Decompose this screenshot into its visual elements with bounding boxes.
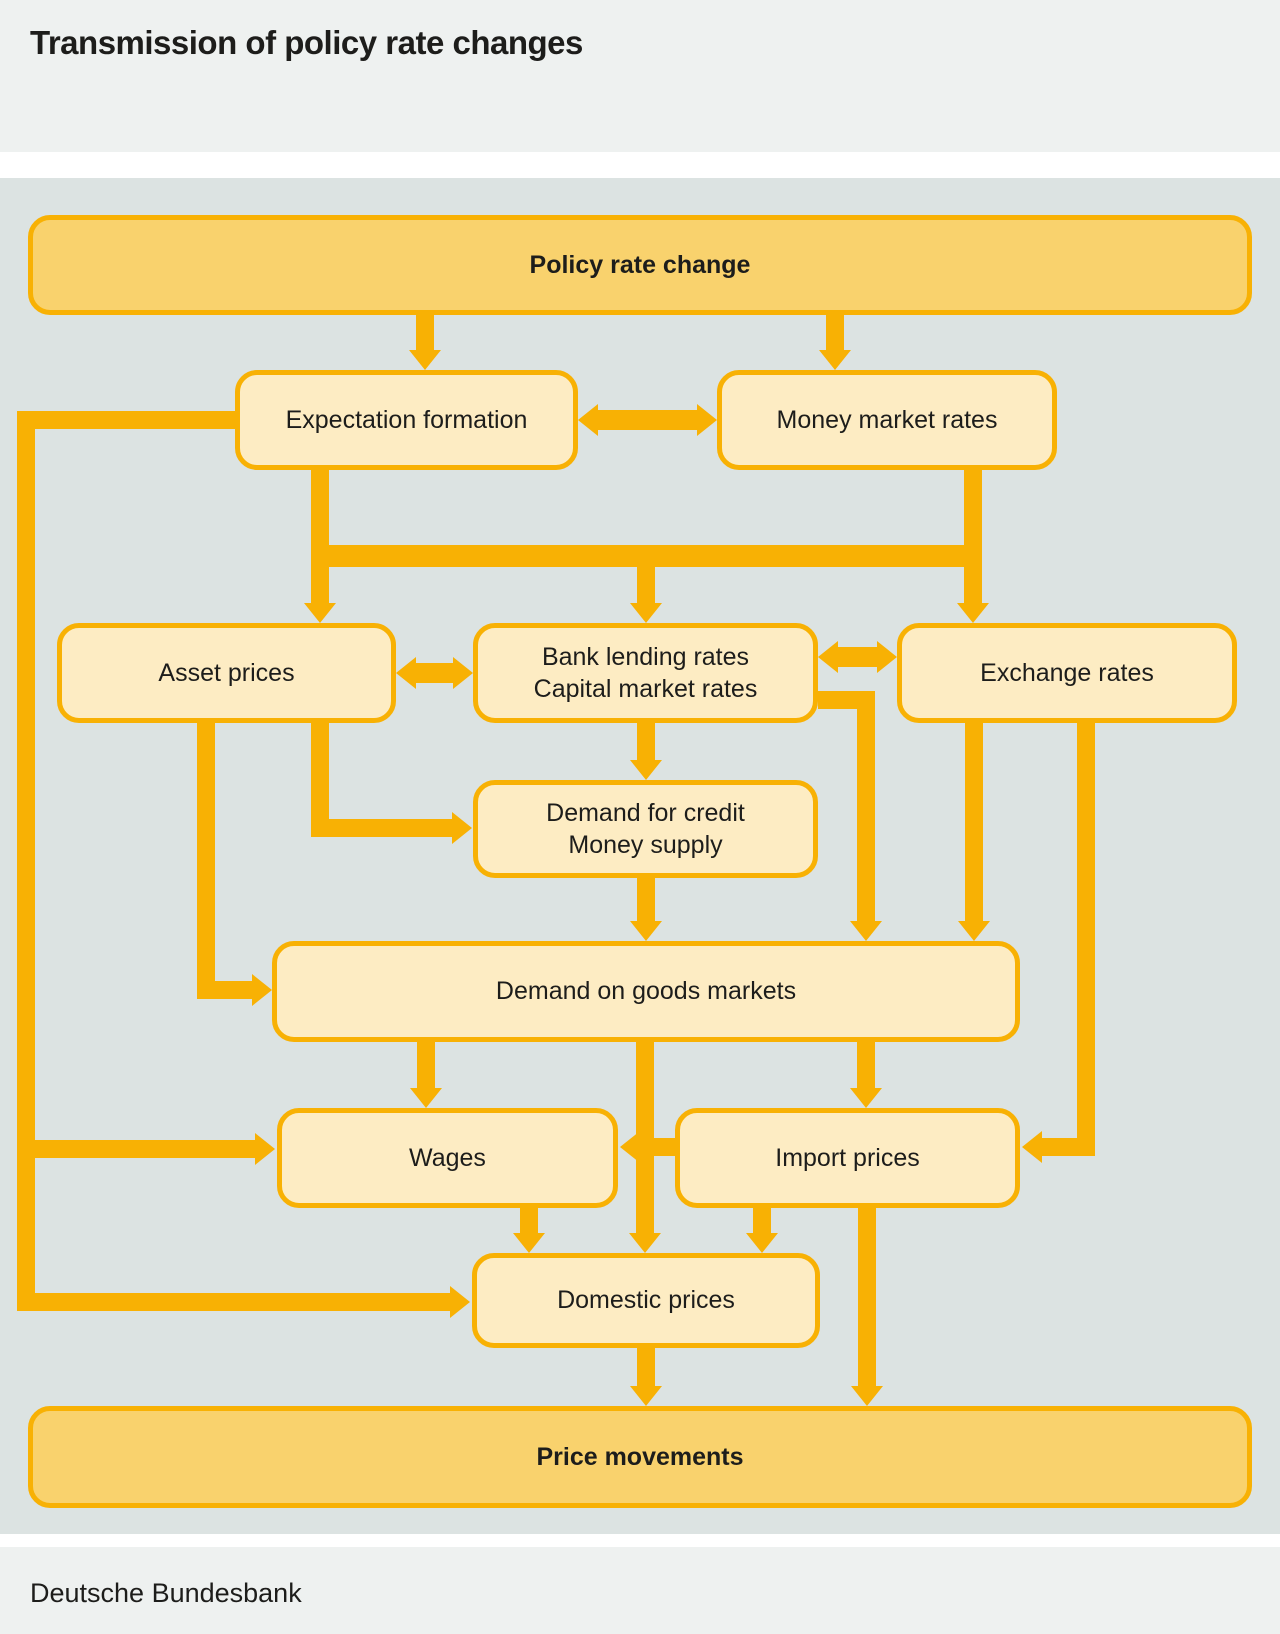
arrowhead-policy-money [819, 350, 851, 370]
node-label: Domestic prices [557, 1286, 735, 1315]
edge-expectation-money-shaft [596, 410, 699, 430]
node-label: Wages [409, 1143, 486, 1172]
node-bank-lending-capital-market-rates: Bank lending rates Capital market rates [473, 623, 818, 723]
arrowhead-policy-expectation [409, 350, 441, 370]
edge-asset-credit-vertical [311, 723, 329, 837]
node-import-prices: Import prices [675, 1108, 1020, 1208]
arrowhead-money-exchange [957, 603, 989, 623]
arrowhead-imports-price [851, 1386, 883, 1406]
node-demand-for-credit-money-supply: Demand for credit Money supply [473, 780, 818, 878]
arrowhead-asset-credit [452, 812, 472, 844]
node-wages: Wages [277, 1108, 618, 1208]
edge-exchange-imports-horizontal [1042, 1138, 1095, 1156]
edge-bank-exchange-shaft [836, 647, 879, 667]
edge-expectation-asset-stem [311, 470, 329, 603]
edge-left-feedback-vertical [17, 411, 35, 1311]
node-label: Asset prices [158, 658, 295, 687]
edge-distribution-crossbar [311, 545, 982, 567]
edge-credit-goods-stem [637, 878, 655, 921]
edge-bank-goods-vertical [857, 691, 875, 921]
edge-exchange-goods-stem [965, 723, 983, 921]
edge-asset-goods-vertical [197, 723, 215, 999]
edge-asset-credit-horizontal [311, 819, 452, 837]
edge-goods-wages-stem [417, 1042, 435, 1088]
edge-left-to-wages [17, 1140, 255, 1158]
edge-money-exchange-stem [964, 470, 982, 603]
arrowhead-bank-asset [396, 657, 416, 689]
arrowhead-goods-wages [410, 1088, 442, 1108]
arrowhead-expectation-asset [304, 603, 336, 623]
title-band [0, 0, 1280, 152]
node-exchange-rates: Exchange rates [897, 623, 1237, 723]
node-expectation-formation: Expectation formation [235, 370, 578, 470]
node-money-market-rates: Money market rates [717, 370, 1057, 470]
node-label: Expectation formation [285, 405, 528, 434]
edge-goods-imports-stem [857, 1042, 875, 1088]
edge-domestic-price-stem [637, 1348, 655, 1386]
edge-imports-price-stem [858, 1208, 876, 1386]
footer-band [0, 1547, 1280, 1634]
node-label: Price movements [536, 1442, 744, 1471]
edge-wages-domestic-stem [520, 1208, 538, 1233]
edge-policy-expectation-stem [416, 315, 434, 353]
node-label-line2: Capital market rates [533, 675, 758, 703]
arrowhead-exchange-goods [958, 921, 990, 941]
arrowhead-imports-domestic [746, 1233, 778, 1253]
source-label: Deutsche Bundesbank [30, 1578, 302, 1608]
node-label: Demand on goods markets [495, 977, 797, 1006]
arrowhead-goods-imports [850, 1088, 882, 1108]
arrowhead-left-wages [255, 1133, 275, 1165]
arrowhead-exchange-imports [1022, 1131, 1042, 1163]
edge-imports-domestic-stem [753, 1208, 771, 1233]
node-demand-on-goods-markets: Demand on goods markets [272, 941, 1020, 1042]
node-domestic-prices: Domestic prices [472, 1253, 820, 1348]
arrowhead-bank-credit [630, 760, 662, 780]
edge-left-to-domestic [17, 1293, 450, 1311]
node-label-line2: Money supply [568, 831, 723, 859]
arrowhead-bank-goods [850, 921, 882, 941]
arrowhead-left-domestic [450, 1286, 470, 1318]
arrowhead-crossbar-bank [630, 603, 662, 623]
edge-asset-goods-horizontal [197, 981, 252, 999]
arrowhead-money-expectation [578, 404, 598, 436]
arrowhead-exchange-bank [818, 641, 838, 673]
page-title: Transmission of policy rate changes [30, 24, 583, 61]
edge-goods-domestic-stem [636, 1042, 654, 1233]
edge-policy-money-stem [826, 315, 844, 353]
node-label: Exchange rates [980, 658, 1154, 687]
arrowhead-asset-bank [453, 657, 473, 689]
arrowhead-domestic-price [630, 1386, 662, 1406]
arrowhead-asset-goods [252, 974, 272, 1006]
edge-bank-credit-stem [637, 723, 655, 760]
edge-asset-bank-shaft [412, 663, 457, 683]
arrowhead-bank-exchange [877, 641, 897, 673]
arrowhead-expectation-money [697, 404, 717, 436]
node-label: Money market rates [776, 405, 998, 434]
arrowhead-goods-domestic [629, 1233, 661, 1253]
node-policy-rate-change: Policy rate change [28, 215, 1252, 315]
edge-exchange-imports-vertical [1077, 723, 1095, 1156]
node-label: Demand for credit [546, 798, 745, 827]
edge-expectation-left-stub [17, 411, 235, 429]
node-label: Bank lending rates [541, 642, 750, 671]
node-label: Import prices [775, 1143, 920, 1172]
arrowhead-credit-goods [630, 921, 662, 941]
node-label: Policy rate change [529, 250, 751, 279]
node-price-movements: Price movements [28, 1406, 1252, 1508]
arrowhead-wages-domestic [513, 1233, 545, 1253]
node-asset-prices: Asset prices [57, 623, 396, 723]
edge-crossbar-bank-stem [637, 560, 655, 603]
arrowhead-imports-wages [620, 1131, 640, 1163]
